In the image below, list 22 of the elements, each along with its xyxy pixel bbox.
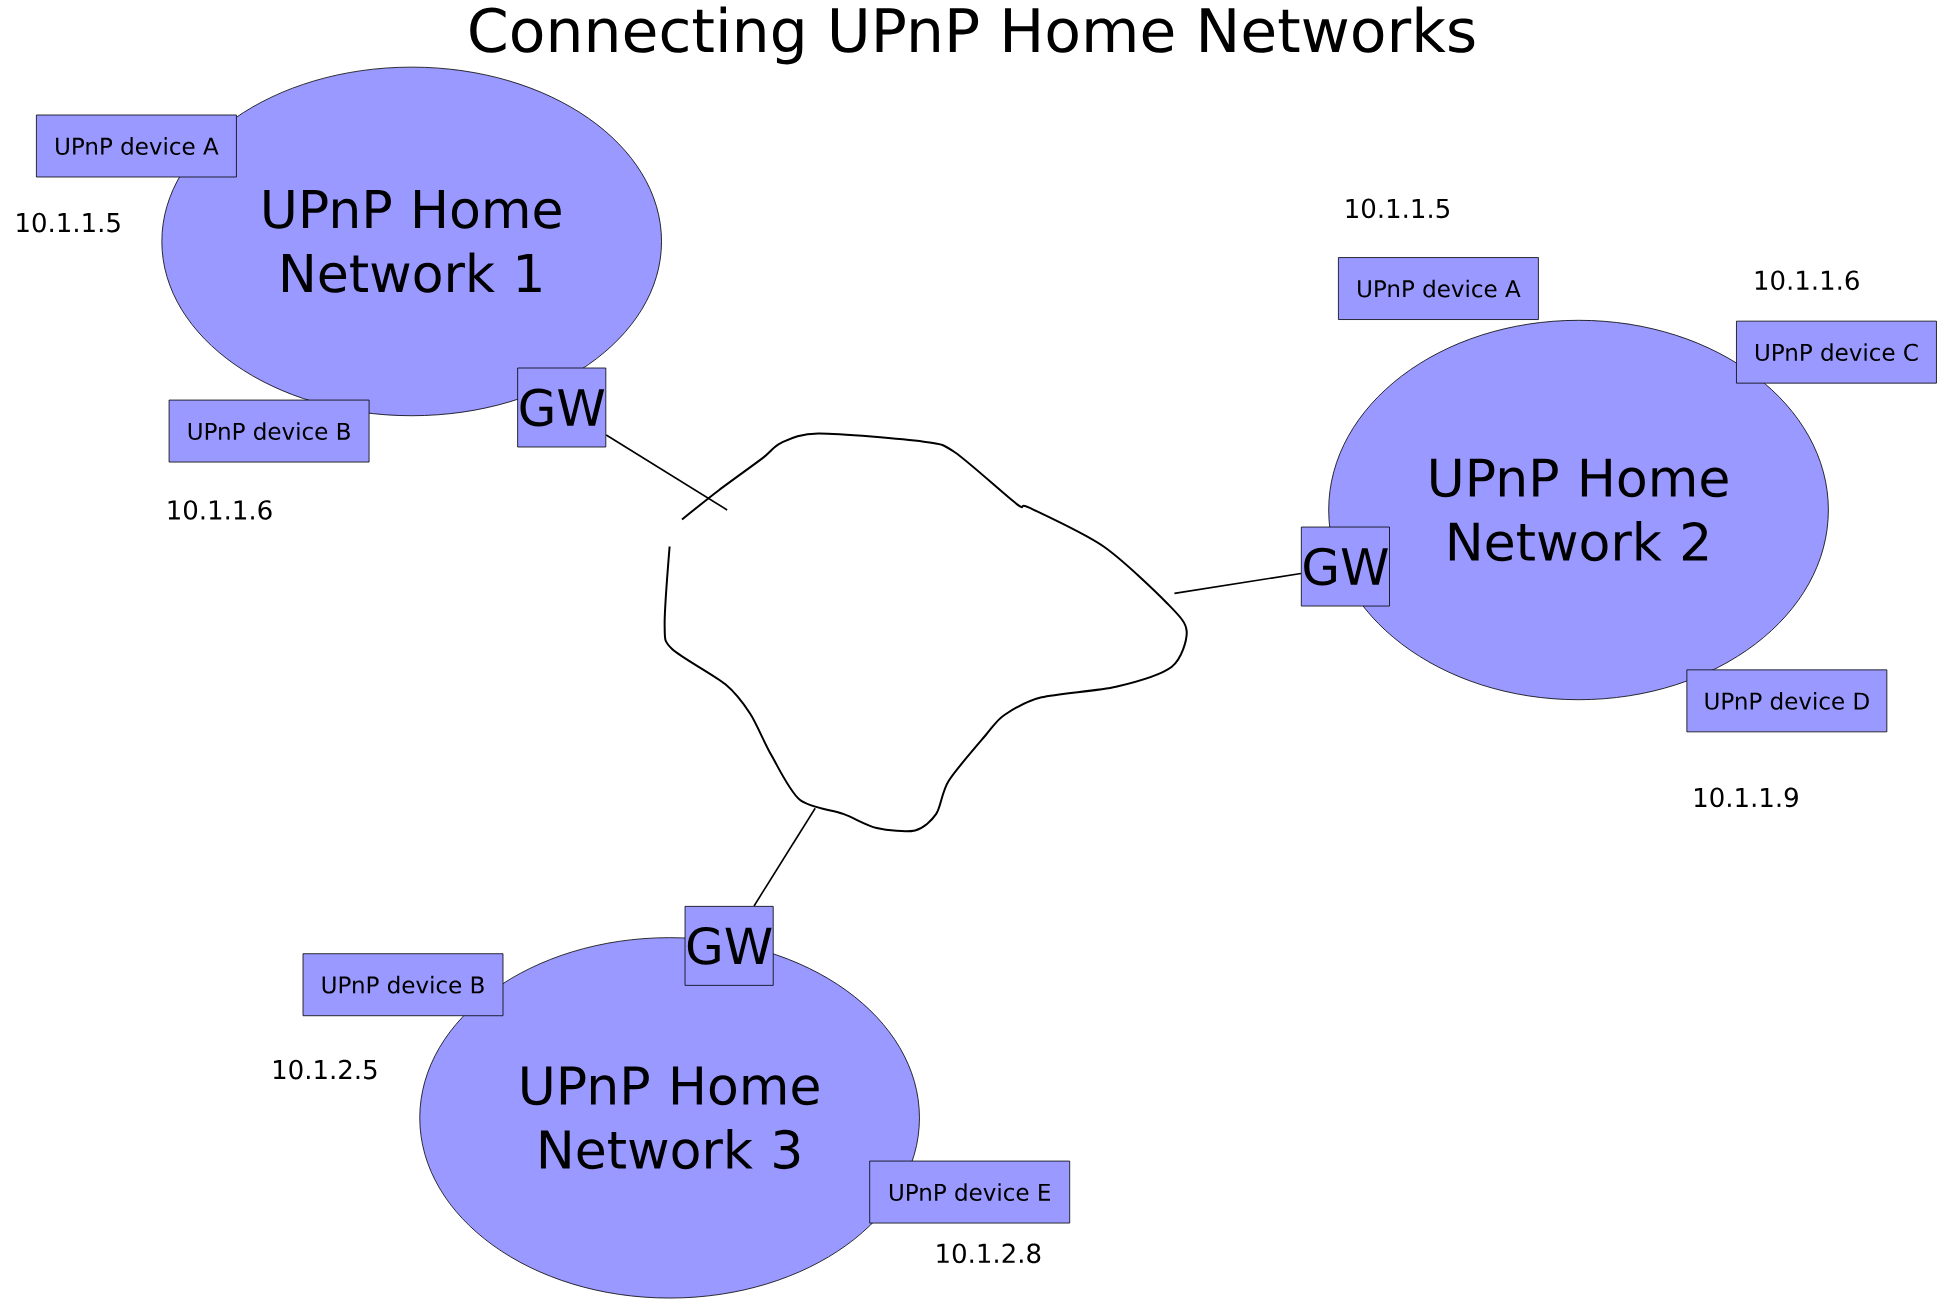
device-box: UPnP device B	[302, 953, 504, 1017]
device-box: UPnP device E	[869, 1160, 1071, 1224]
ip-address: 10.1.1.6	[168, 500, 272, 520]
gateway-box: GW	[1300, 526, 1390, 607]
connector-line	[1173, 572, 1302, 595]
ip-address: 10.1.2.5	[274, 1059, 377, 1080]
cloud-drawing	[663, 432, 1188, 833]
ip-address: 10.1.1.9	[1695, 787, 1798, 808]
ip-address: 10.1.1.5	[1346, 198, 1449, 219]
title: Connecting UPnP Home Networks	[470, 6, 1475, 65]
gateway-box: GW	[684, 905, 774, 986]
connector-line	[753, 807, 816, 907]
connector-line	[605, 434, 728, 511]
device-box: UPnP device A	[36, 114, 237, 178]
device-box: UPnP device B	[168, 399, 370, 463]
ip-address: 10.1.1.6	[1755, 270, 1859, 291]
ip-address: 10.1.2.8	[937, 1243, 1041, 1264]
device-box: UPnP device D	[1686, 669, 1888, 733]
gateway-box: GW	[517, 367, 607, 448]
device-box: UPnP device C	[1736, 320, 1937, 384]
device-box: UPnP device A	[1338, 257, 1539, 320]
ip-address: 10.1.1.5	[17, 212, 120, 233]
